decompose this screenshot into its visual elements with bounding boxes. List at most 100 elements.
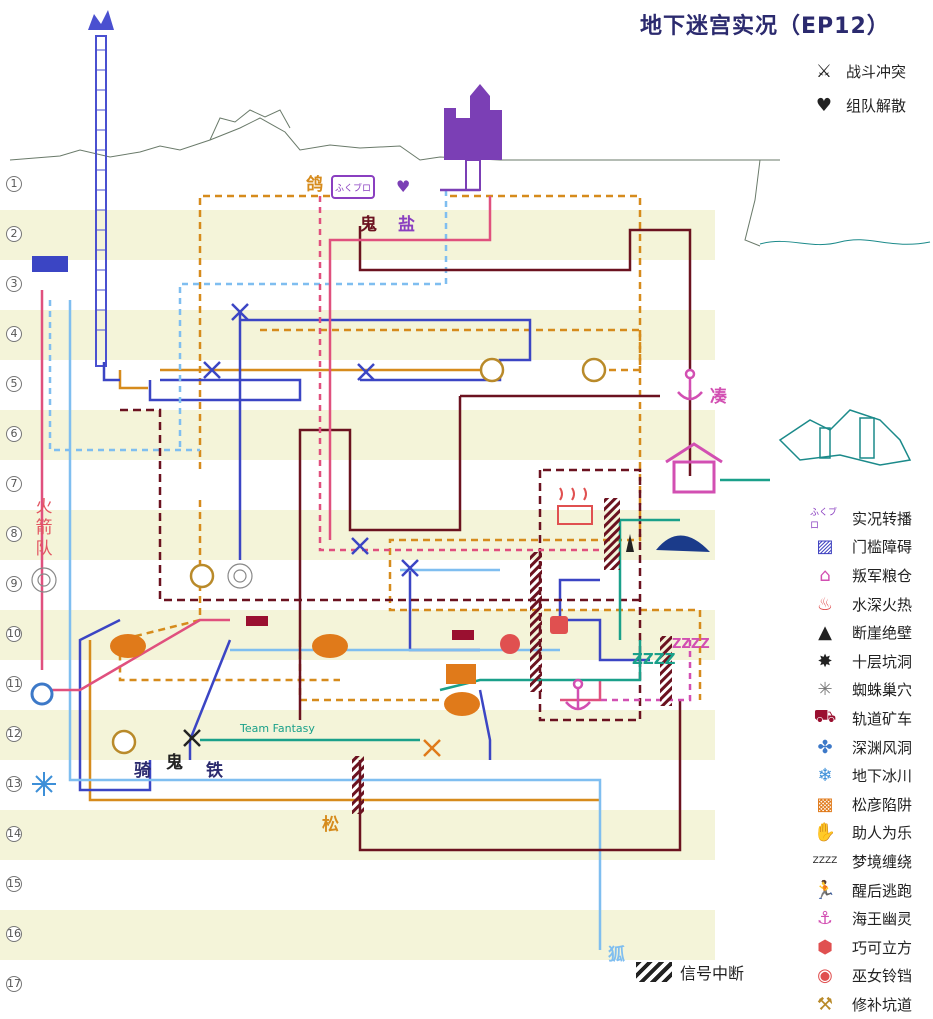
cliff-icon — [626, 534, 634, 552]
level-bands — [0, 210, 715, 960]
running-icon: 🏃 — [813, 879, 837, 901]
legend-label: 十层坑洞 — [852, 652, 913, 671]
level-number: 2 — [6, 226, 22, 242]
legend: ふくブロ实况转播▨门槛障碍⌂叛军粮仓♨水深火热▲断崖绝壁✸十层坑洞✳蜘蛛巢穴⛟轨… — [810, 504, 912, 1019]
granary-icon — [665, 442, 723, 494]
tower-icon — [88, 10, 114, 367]
granary-icon: ⌂ — [819, 564, 831, 586]
level-band — [0, 310, 715, 360]
legend-label: 门槛障碍 — [852, 538, 913, 557]
legend-item: ⚓ 海王幽灵 — [810, 904, 912, 933]
legend-item: ✋ 助人为乐 — [810, 819, 912, 848]
route-pink-5 — [560, 680, 602, 702]
legend-item: 🏃醒后逃跑 — [810, 876, 912, 905]
trap-icon: ▩ — [816, 793, 834, 815]
legend-label: 修补坑道 — [852, 995, 913, 1014]
route-gold-7 — [88, 640, 600, 802]
route-lines — [40, 188, 770, 950]
legend-item: ⬢ 巧可立方 — [810, 933, 912, 962]
hot-water-icon: ♨ — [816, 593, 834, 615]
legend-label: 松彦陷阱 — [852, 795, 913, 814]
route-pink-4 — [50, 618, 230, 692]
pit-icon: ✸ — [817, 650, 833, 672]
cliff-icon: ▲ — [818, 622, 832, 644]
legend-item: ⛟轨道矿车 — [810, 704, 912, 733]
wind-cave-icon: ✤ — [817, 736, 833, 758]
legend-label: 助人为乐 — [852, 824, 913, 843]
crossed-swords-icon: ⚔ — [815, 60, 833, 82]
level-number: 17 — [6, 976, 22, 992]
broken-heart-icon: ♥ — [396, 177, 410, 196]
level-number: 10 — [6, 626, 22, 642]
legend-label: 战斗冲突 — [846, 62, 907, 81]
legend-item: ✤ 深渊风洞 — [810, 733, 912, 762]
wind-cave-icon — [30, 682, 54, 706]
route-gold-3 — [260, 328, 642, 372]
helping-hands-icon — [110, 634, 480, 716]
level-band — [0, 610, 715, 660]
level-band — [0, 510, 715, 560]
route-blue-2 — [240, 318, 532, 382]
legend-item: ◉巫女铃铛 — [810, 962, 912, 991]
legend-item: ⌂叛军粮仓 — [810, 561, 912, 590]
legend-label: 水深火热 — [852, 595, 913, 614]
repair-icon: ⚒ — [816, 993, 834, 1015]
legend-item: ❄ 地下冰川 — [810, 761, 912, 790]
route-blue-4 — [148, 378, 302, 402]
level-band — [0, 810, 715, 860]
route-maroon-5 — [538, 468, 642, 722]
legend-label: 深渊风洞 — [852, 738, 913, 757]
legend-item: ♨ 水深火热 — [810, 590, 912, 619]
dream-icon-2: ZZZZ — [672, 637, 710, 652]
mine-cart-icon — [246, 616, 474, 640]
dream-icon: ZZZZ — [812, 856, 838, 867]
anchor-icon: ⚓ — [816, 908, 834, 930]
legend-label: 地下冰川 — [852, 767, 913, 786]
bell-icon — [500, 634, 520, 654]
route-teal-2 — [439, 640, 642, 692]
dice-icon: ⬢ — [817, 936, 833, 958]
route-gold-1 — [198, 194, 330, 470]
spider-web-icon: ✳ — [817, 679, 833, 701]
route-lightblue-2 — [178, 190, 448, 450]
alarm-clock-icon — [111, 357, 607, 755]
crossed-swords-icon — [183, 303, 441, 757]
barrier-icon — [32, 256, 68, 272]
dream-icon: ZZZZ — [632, 650, 676, 668]
legend-label: 组队解散 — [846, 96, 907, 115]
level-band — [0, 710, 715, 760]
surface-terrain — [9, 109, 931, 247]
castle-icon — [444, 84, 502, 191]
broadcast-icon: ふくブロ — [810, 508, 838, 532]
legend-label: 巧可立方 — [852, 938, 913, 957]
label-gui: 鬼 — [360, 215, 377, 235]
glacier-icon: ❄ — [817, 765, 833, 787]
page-title: 地下迷宫实况（EP12） — [640, 14, 890, 39]
legend-item: ✳蜘蛛巢穴 — [810, 676, 912, 705]
label-gui-2: 鬼 — [166, 753, 183, 773]
level-number: 9 — [6, 576, 22, 592]
legend-label: 海王幽灵 — [852, 910, 913, 929]
trap-icon — [446, 664, 476, 684]
broken-heart-icon: ♥ — [815, 94, 833, 116]
route-pink-1 — [318, 196, 600, 552]
level-number: 13 — [6, 776, 22, 792]
hatch-swatch — [636, 962, 672, 982]
route-pink-2 — [328, 196, 492, 540]
level-number: 8 — [6, 526, 22, 542]
route-maroon-3 — [298, 396, 462, 720]
signal-lost-label: 信号中断 — [680, 964, 745, 983]
ruins-icon — [778, 409, 912, 466]
legend-label: 断崖绝壁 — [852, 624, 913, 643]
label-huojiandui: 火箭队 — [35, 497, 53, 559]
route-maroon-4 — [120, 408, 640, 602]
label-tie: 铁 — [206, 761, 223, 781]
dice-icon — [550, 616, 568, 634]
level-number: 1 — [6, 176, 22, 192]
level-number: 16 — [6, 926, 22, 942]
level-number: 14 — [6, 826, 22, 842]
legend-item: ▲ 断崖绝壁 — [810, 618, 912, 647]
helping-hands-icon: ✋ — [813, 822, 837, 844]
